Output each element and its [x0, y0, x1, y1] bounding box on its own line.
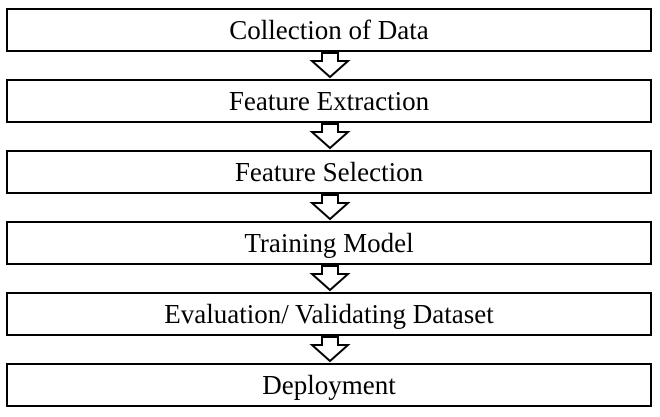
step-label: Feature Extraction	[228, 85, 430, 116]
step-box-feature-selection: Feature Selection	[6, 150, 652, 194]
down-arrow-icon	[309, 265, 351, 292]
down-arrow-icon	[309, 123, 351, 150]
step-label: Collection of Data	[229, 14, 429, 45]
step-label: Training Model	[244, 227, 414, 258]
step-label: Deployment	[262, 369, 396, 400]
step-box-deployment: Deployment	[6, 363, 652, 407]
down-arrow-icon	[309, 194, 351, 221]
step-box-feature-extraction: Feature Extraction	[6, 79, 652, 123]
step-label: Evaluation/ Validating Dataset	[164, 298, 494, 329]
down-arrow-icon	[309, 336, 351, 363]
step-box-evaluation-validating-dataset: Evaluation/ Validating Dataset	[6, 292, 652, 336]
down-arrow-icon	[309, 52, 351, 79]
step-box-training-model: Training Model	[6, 221, 652, 265]
step-box-collection-of-data: Collection of Data	[6, 8, 652, 52]
step-label: Feature Selection	[234, 156, 424, 187]
